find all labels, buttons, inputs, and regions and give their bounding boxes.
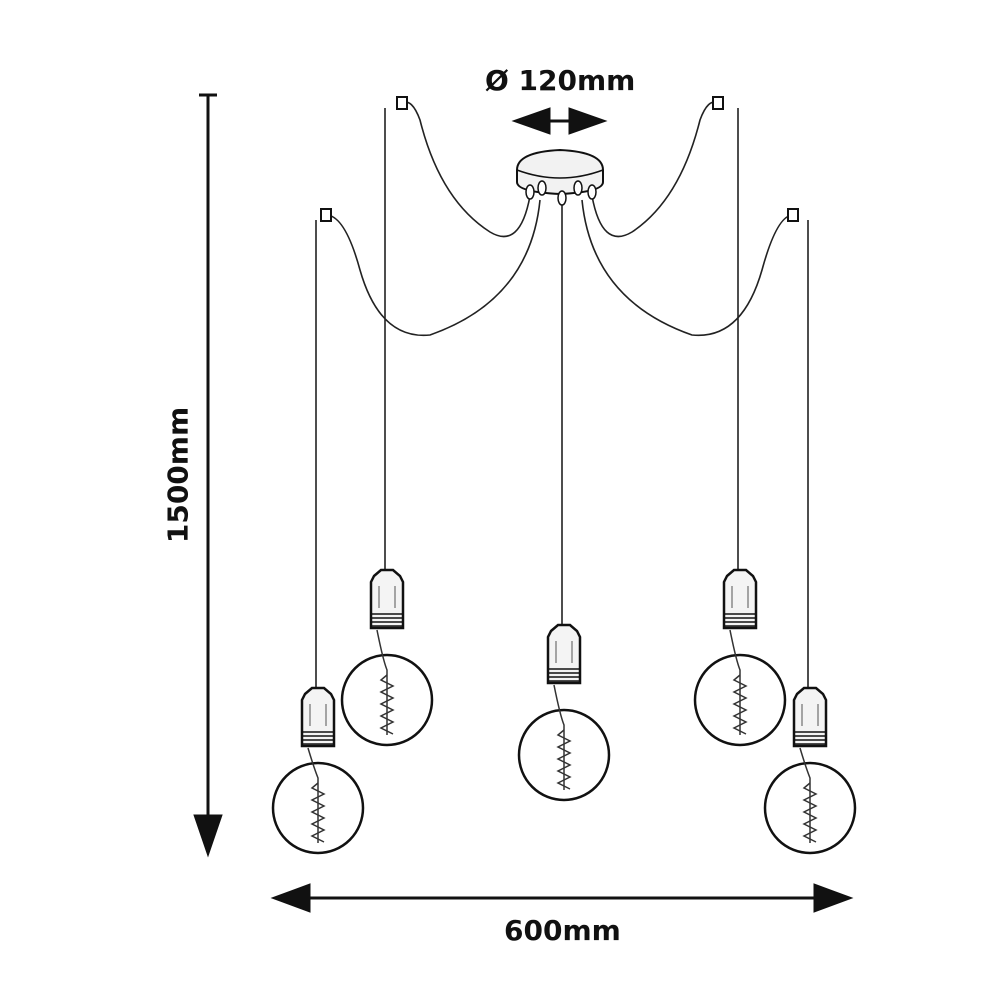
cable-connector [573, 180, 583, 196]
cable-connector [587, 184, 597, 200]
width-arrow-left-icon [270, 883, 311, 913]
pendant-bulb-2 [271, 686, 365, 855]
pendant-bulb-3 [517, 623, 611, 802]
lamp-socket [722, 568, 758, 630]
suspension-cable [581, 199, 794, 337]
lamp-socket [546, 623, 582, 685]
cable-connector [557, 190, 567, 206]
cable-connector [537, 180, 547, 196]
cable-connector [525, 184, 535, 200]
lamp-socket [792, 686, 828, 748]
ceiling-hook [787, 208, 799, 222]
ceiling-hook [712, 96, 724, 110]
ceiling-hook [320, 208, 332, 222]
width-label: 600mm [504, 914, 621, 947]
pendant-bulb-5 [763, 686, 857, 855]
pendant-bulb-1 [340, 568, 434, 747]
bulb-filament [553, 684, 565, 790]
diameter-arrow-right-icon [568, 107, 608, 135]
canopy-diameter-label: Ø 120mm [485, 64, 636, 97]
height-arrow-down-icon [193, 814, 223, 858]
bulb-filament [376, 629, 388, 735]
ceiling-hook [396, 96, 408, 110]
lamp-socket [369, 568, 405, 630]
pendant-bulb-4 [693, 568, 787, 747]
bulb-filament [307, 747, 319, 843]
lamp-socket [300, 686, 336, 748]
suspension-cable [591, 101, 719, 238]
suspension-cable [401, 101, 531, 238]
bulb-filament [729, 629, 741, 735]
width-arrow-right-icon [813, 883, 854, 913]
bulb-filament [799, 747, 811, 843]
suspension-cable [325, 199, 541, 337]
diameter-arrow-left-icon [511, 107, 551, 135]
height-label: 1500mm [161, 406, 195, 544]
